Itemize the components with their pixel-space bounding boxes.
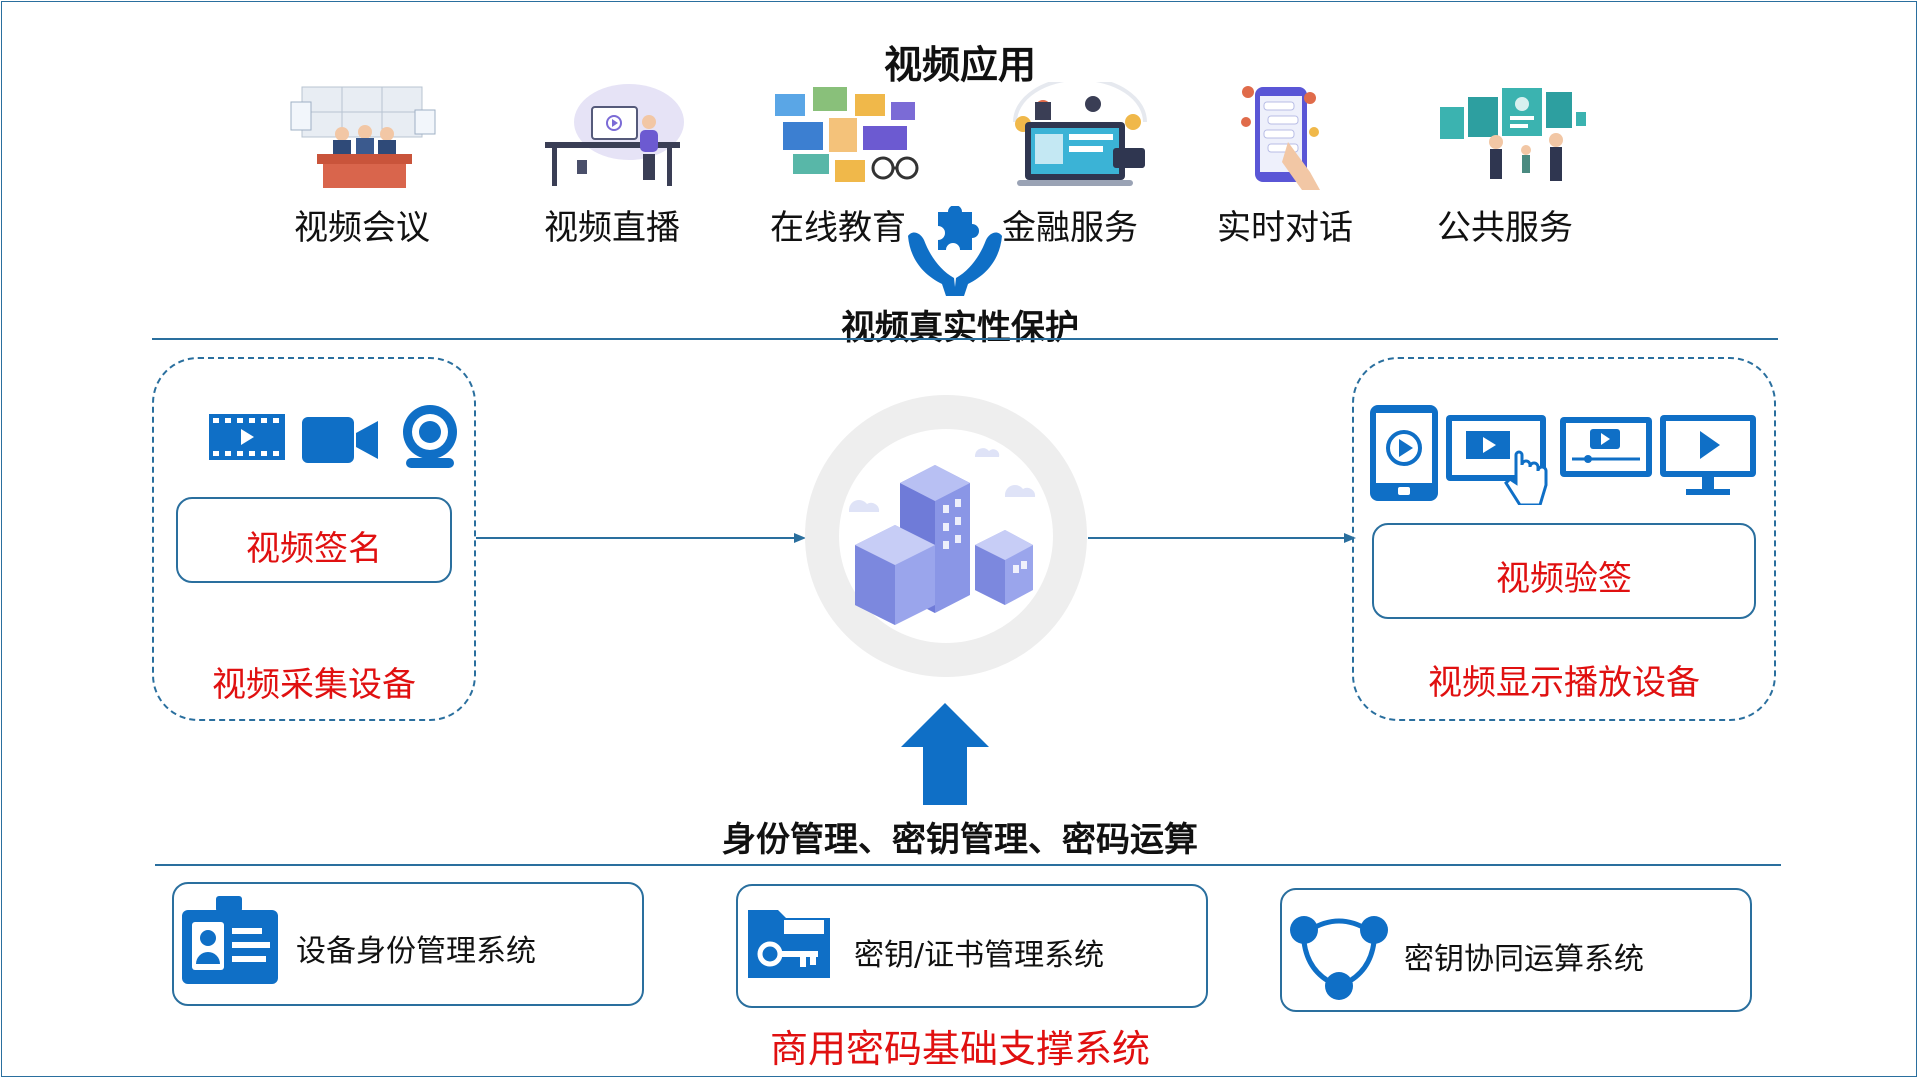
app-label: 视频会议 xyxy=(294,208,430,248)
center-building-icon xyxy=(805,395,1087,677)
protection-label: 视频真实性保护 xyxy=(841,308,1079,348)
app-item-live-streaming: 视频直播 xyxy=(512,82,712,252)
network-nodes-icon xyxy=(1290,916,1388,1000)
top-divider xyxy=(152,338,1778,340)
footer-label: 商用密码基础支撑系统 xyxy=(769,1027,1150,1071)
video-verify-label: 视频验签 xyxy=(1496,559,1632,599)
system-label: 密钥协同运算系统 xyxy=(1404,942,1644,977)
id-card-icon xyxy=(182,896,278,984)
live-streaming-illustration-icon xyxy=(545,84,684,186)
video-verify-box: 视频验签 xyxy=(1372,523,1756,619)
realtime-chat-illustration-icon xyxy=(1241,86,1320,190)
app-label: 公共服务 xyxy=(1437,208,1573,248)
display-device-label: 视频显示播放设备 xyxy=(1428,663,1700,703)
capture-device-group: 视频签名 视频采集设备 xyxy=(152,357,476,721)
tablet-play-icon xyxy=(1370,405,1438,501)
app-item-realtime-chat: 实时对话 xyxy=(1185,82,1385,252)
up-arrow-icon xyxy=(901,703,989,805)
app-label: 金融服务 xyxy=(1002,208,1138,248)
film-strip-icon xyxy=(209,414,285,460)
app-item-online-education: 在线教育 xyxy=(738,82,938,252)
video-sign-label: 视频签名 xyxy=(246,529,382,569)
system-box-key-collaboration: 密钥协同运算系统 xyxy=(1280,888,1752,1012)
key-folder-icon xyxy=(748,910,830,978)
support-caption: 身份管理、密钥管理、密码运算 xyxy=(722,820,1198,860)
public-service-illustration-icon xyxy=(1440,88,1586,181)
system-label: 密钥/证书管理系统 xyxy=(854,938,1105,973)
arrow-center-to-display xyxy=(1088,533,1356,543)
puzzle-hands-icon xyxy=(908,206,1002,296)
financial-service-illustration-icon xyxy=(1013,82,1147,186)
capture-device-label: 视频采集设备 xyxy=(212,665,416,705)
system-box-device-identity: 设备身份管理系统 xyxy=(172,882,644,1006)
bottom-divider xyxy=(155,864,1781,866)
video-sign-box: 视频签名 xyxy=(176,497,452,583)
desktop-monitor-icon xyxy=(1660,415,1756,495)
app-item-public-service: 公共服务 xyxy=(1405,82,1605,252)
video-conference-illustration-icon xyxy=(290,86,436,188)
top-title: 视频应用 xyxy=(883,43,1036,87)
monitor-touch-icon xyxy=(1446,415,1548,505)
app-label: 视频直播 xyxy=(544,208,680,248)
app-item-financial-service: 金融服务 xyxy=(970,82,1170,252)
video-camera-icon xyxy=(302,417,378,463)
video-player-icon xyxy=(1560,417,1652,477)
online-education-illustration-icon xyxy=(775,87,919,182)
app-label: 实时对话 xyxy=(1217,208,1353,248)
system-box-key-certificate: 密钥/证书管理系统 xyxy=(736,884,1208,1008)
arrow-capture-to-center xyxy=(476,533,806,543)
app-item-video-conference: 视频会议 xyxy=(262,82,462,252)
system-label: 设备身份管理系统 xyxy=(296,934,536,969)
app-label: 在线教育 xyxy=(770,208,906,248)
webcam-icon xyxy=(403,405,457,468)
display-device-group: 视频验签 视频显示播放设备 xyxy=(1352,357,1776,721)
